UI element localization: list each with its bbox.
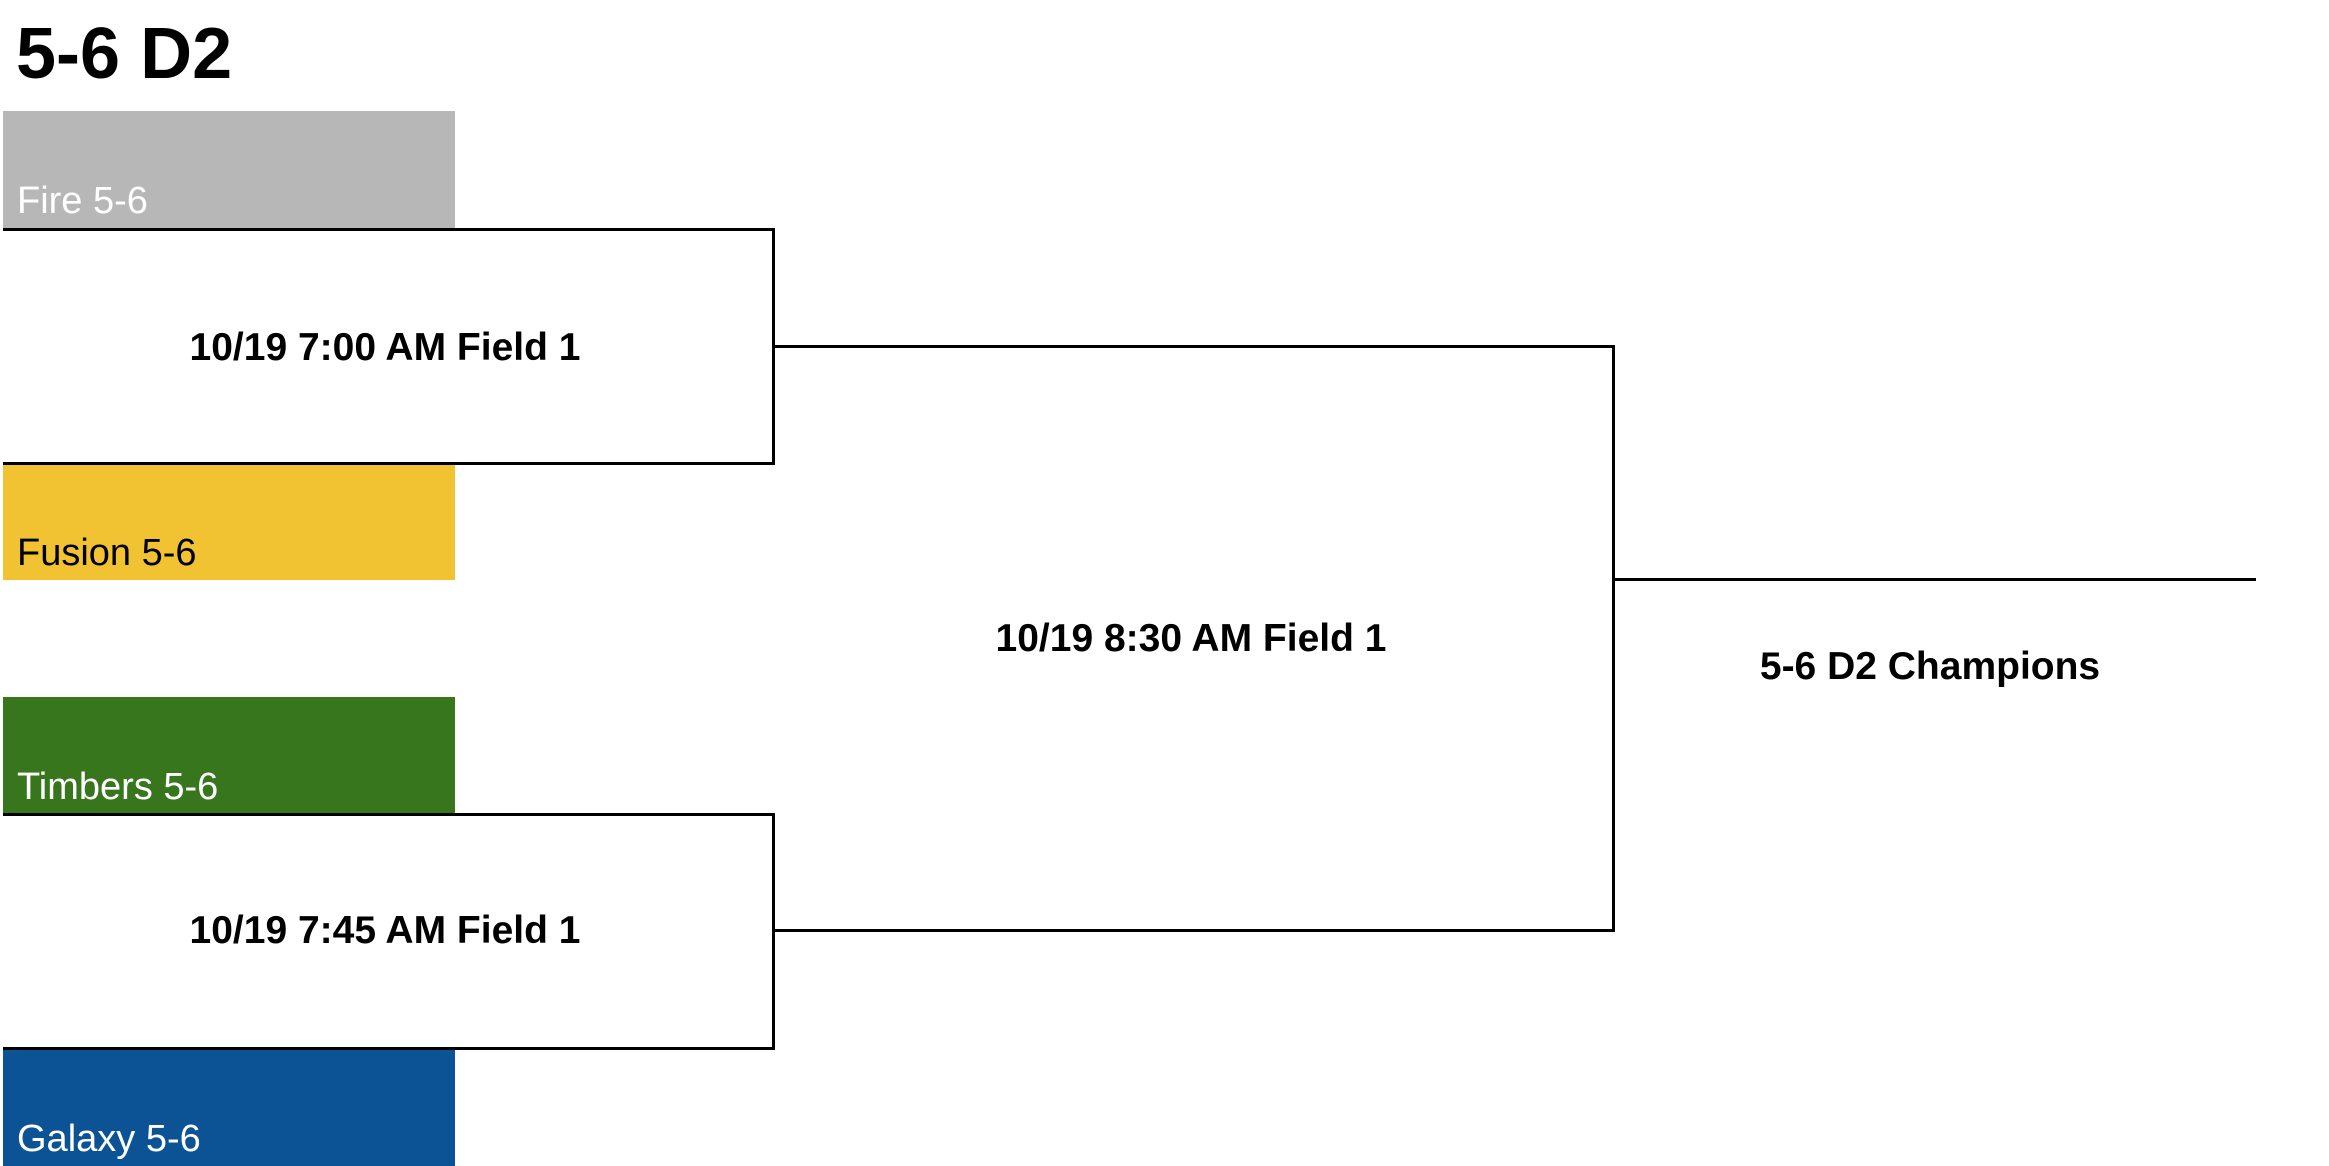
- team-slot-galaxy: Galaxy 5-6: [3, 1049, 455, 1166]
- team-slot-fusion: Fusion 5-6: [3, 463, 455, 580]
- bracket-title: 5-6 D2: [16, 14, 233, 94]
- bracket-line: [3, 228, 775, 231]
- bracket-line: [3, 462, 775, 465]
- team-label: Timbers 5-6: [17, 766, 219, 808]
- team-label: Fire 5-6: [17, 180, 148, 222]
- bracket-line: [3, 813, 775, 816]
- game-label-final: 10/19 8:30 AM Field 1: [995, 617, 1387, 660]
- game-label-round1-bottom: 10/19 7:45 AM Field 1: [189, 909, 581, 952]
- team-slot-timbers: Timbers 5-6: [3, 697, 455, 814]
- team-label: Fusion 5-6: [17, 532, 197, 574]
- bracket-line: [772, 345, 1615, 348]
- game-label-round1-top: 10/19 7:00 AM Field 1: [189, 326, 581, 369]
- team-slot-fire: Fire 5-6: [3, 111, 455, 228]
- bracket-line: [1612, 345, 1615, 932]
- bracket-line: [1612, 578, 2256, 581]
- bracket-line: [772, 929, 1615, 932]
- bracket-line: [3, 1047, 775, 1050]
- team-label: Galaxy 5-6: [17, 1118, 201, 1160]
- champion-label: 5-6 D2 Champions: [1759, 645, 2101, 688]
